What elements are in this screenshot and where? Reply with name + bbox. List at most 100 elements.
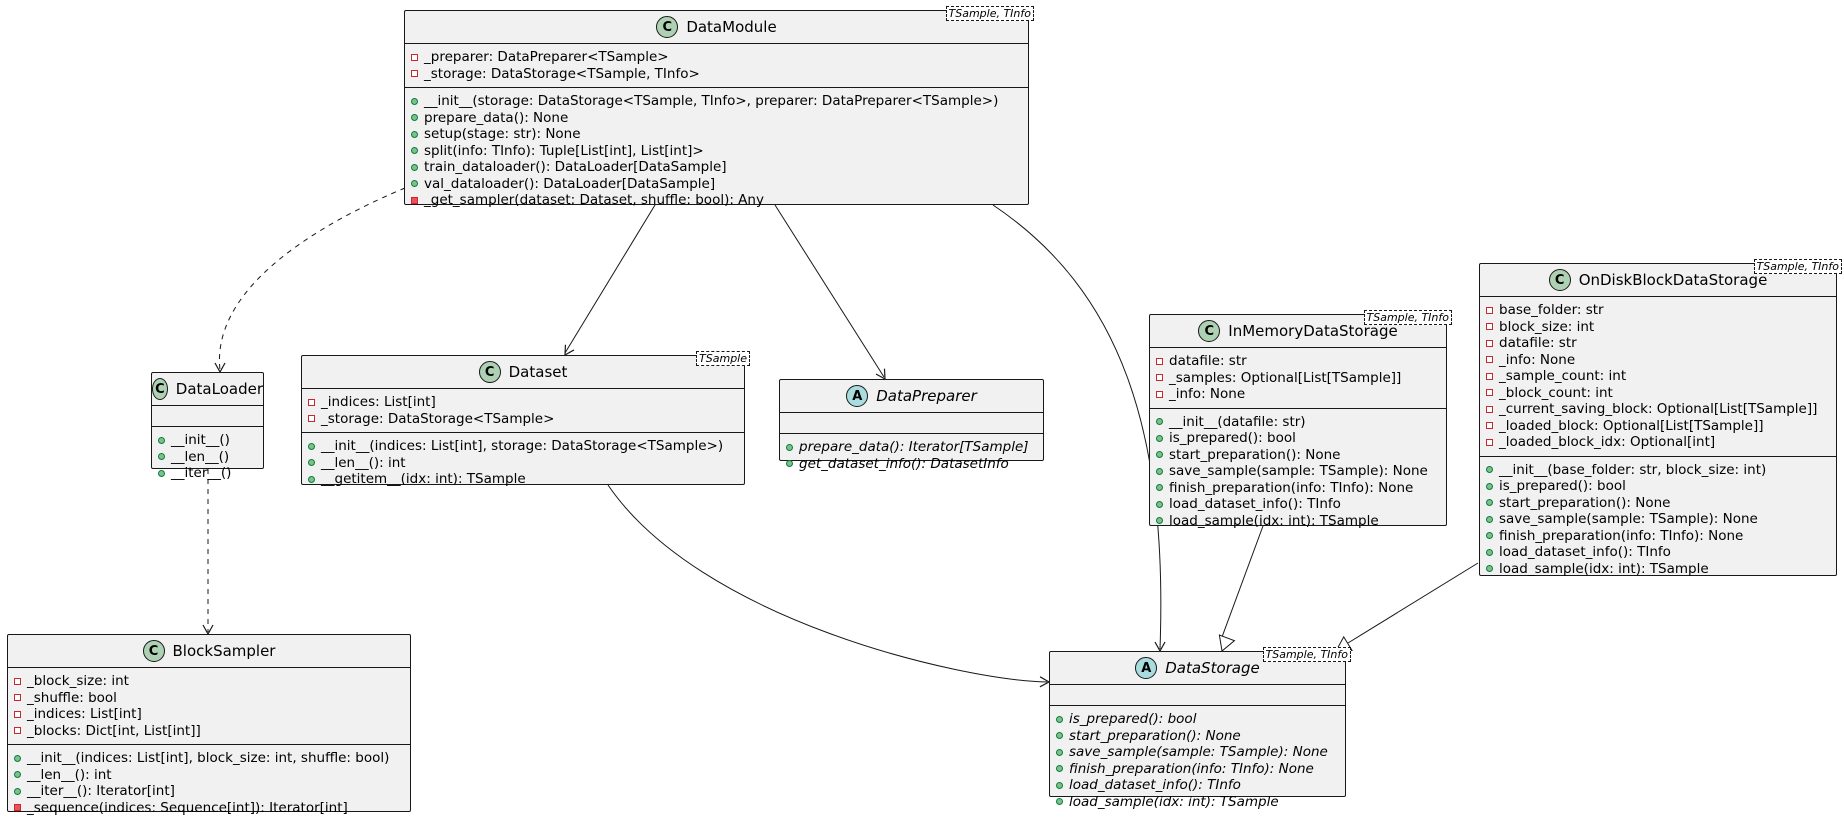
public-visibility-icon (1156, 517, 1163, 525)
method-row: get_dataset_info(): DatasetInfo (780, 456, 1043, 473)
field-text: _loaded_block: Optional[List[TSample]] (1499, 417, 1764, 434)
method-text: __iter__() (171, 465, 232, 482)
field-text: _storage: DataStorage<TSample> (321, 410, 555, 427)
private-visibility-icon (14, 804, 21, 812)
method-row: __len__() (152, 449, 263, 466)
method-row: __init__(indices: List[int], block_size:… (8, 750, 410, 767)
method-text: __init__(base_folder: str, block_size: i… (1499, 461, 1767, 478)
public-visibility-icon (14, 754, 21, 762)
method-row: save_sample(sample: TSample): None (1050, 744, 1345, 761)
methods-section: __init__(storage: DataStorage<TSample, T… (405, 87, 1028, 214)
public-visibility-icon (1056, 715, 1063, 723)
method-text: train_dataloader(): DataLoader[DataSampl… (424, 159, 727, 176)
field-text: _info: None (1169, 386, 1246, 403)
private-visibility-icon (308, 415, 315, 423)
field-text: _sample_count: int (1499, 368, 1627, 385)
public-visibility-icon (1156, 500, 1163, 508)
method-text: __len__(): int (27, 766, 112, 783)
method-row: __init__(storage: DataStorage<TSample, T… (405, 93, 1028, 110)
field-row: _blocks: Dict[int, List[int]] (8, 723, 410, 740)
method-row: __init__(indices: List[int], storage: Da… (302, 438, 744, 455)
public-visibility-icon (1156, 418, 1163, 426)
field-text: datafile: str (1169, 353, 1247, 370)
fields-section (1050, 685, 1345, 705)
public-visibility-icon (1056, 765, 1063, 773)
field-text: _samples: Optional[List[TSample]] (1169, 369, 1402, 386)
method-row: start_preparation(): None (1050, 728, 1345, 745)
public-visibility-icon (1486, 532, 1493, 540)
private-visibility-icon (1156, 390, 1163, 398)
class-name: DataLoader (175, 380, 263, 398)
method-row: load_dataset_info(): TInfo (1050, 777, 1345, 794)
class-icon: C (1548, 269, 1571, 291)
private-visibility-icon (1486, 356, 1493, 364)
fields-section (780, 413, 1043, 433)
methods-section: __init__(indices: List[int], block_size:… (8, 744, 410, 821)
methods-section: prepare_data(): Iterator[TSample]get_dat… (780, 433, 1043, 477)
method-text: prepare_data(): None (424, 109, 569, 126)
field-row: _loaded_block_idx: Optional[int] (1480, 434, 1836, 451)
public-visibility-icon (786, 443, 793, 451)
method-row: finish_preparation(info: TInfo): None (1050, 761, 1345, 778)
method-text: load_sample(idx: int): TSample (1499, 560, 1709, 577)
method-row: is_prepared(): bool (1150, 430, 1446, 447)
method-row: load_dataset_info(): TInfo (1480, 544, 1836, 561)
public-visibility-icon (308, 459, 315, 467)
type-parameters: TSample, TInfo (1363, 310, 1452, 325)
class-icon: C (1198, 320, 1221, 342)
method-row: _sequence(indices: Sequence[int]): Itera… (8, 800, 410, 817)
method-row: start_preparation(): None (1150, 447, 1446, 464)
field-text: _info: None (1499, 351, 1576, 368)
fields-section: _preparer: DataPreparer<TSample>_storage… (405, 44, 1028, 87)
method-text: start_preparation(): None (1069, 727, 1241, 744)
method-text: is_prepared(): bool (1169, 430, 1296, 447)
field-row: _info: None (1480, 352, 1836, 369)
method-text: __len__() (171, 448, 230, 465)
class-icon: C (152, 378, 168, 400)
method-text: __init__(datafile: str) (1169, 413, 1306, 430)
method-text: save_sample(sample: TSample): None (1499, 511, 1758, 528)
field-row: datafile: str (1150, 353, 1446, 370)
public-visibility-icon (786, 460, 793, 468)
public-visibility-icon (1486, 515, 1493, 523)
public-visibility-icon (1156, 434, 1163, 442)
method-row: __iter__(): Iterator[int] (8, 783, 410, 800)
public-visibility-icon (1486, 565, 1493, 573)
method-row: is_prepared(): bool (1050, 711, 1345, 728)
method-text: prepare_data(): Iterator[TSample] (799, 439, 1029, 456)
relation-inmemorydatastorage-to-datastorage (1218, 525, 1264, 652)
field-text: _loaded_block_idx: Optional[int] (1499, 434, 1716, 451)
field-row: _samples: Optional[List[TSample]] (1150, 370, 1446, 387)
method-text: finish_preparation(info: TInfo): None (1499, 527, 1744, 544)
method-text: __init__() (171, 432, 230, 449)
method-text: __init__(indices: List[int], block_size:… (27, 750, 390, 767)
fields-section: _block_size: int_shuffle: bool_indices: … (8, 668, 410, 744)
field-text: datafile: str (1499, 335, 1577, 352)
public-visibility-icon (158, 436, 165, 444)
class-box-data-loader: C DataLoader __init__()__len__()__iter__() (151, 372, 264, 481)
method-text: load_sample(idx: int): TSample (1169, 512, 1379, 529)
field-text: _blocks: Dict[int, List[int]] (27, 722, 201, 739)
public-visibility-icon (1056, 781, 1063, 789)
method-text: load_dataset_info(): TInfo (1169, 496, 1341, 513)
method-text: __iter__(): Iterator[int] (27, 783, 175, 800)
method-row: __getitem__(idx: int): TSample (302, 471, 744, 488)
field-row: datafile: str (1480, 335, 1836, 352)
private-visibility-icon (14, 727, 21, 735)
public-visibility-icon (14, 787, 21, 795)
method-text: __init__(indices: List[int], storage: Da… (321, 438, 724, 455)
relation-dataset-to-datastorage (607, 484, 1051, 688)
private-visibility-icon (1486, 372, 1493, 380)
field-text: _shuffle: bool (27, 689, 117, 706)
method-text: __len__(): int (321, 454, 406, 471)
field-row: _current_saving_block: Optional[List[TSa… (1480, 401, 1836, 418)
public-visibility-icon (14, 771, 21, 779)
method-text: save_sample(sample: TSample): None (1069, 744, 1328, 761)
method-row: setup(stage: str): None (405, 126, 1028, 143)
field-row: _block_count: int (1480, 385, 1836, 402)
method-row: __init__() (152, 432, 263, 449)
public-visibility-icon (1156, 484, 1163, 492)
methods-section: __init__(datafile: str)is_prepared(): bo… (1150, 407, 1446, 535)
